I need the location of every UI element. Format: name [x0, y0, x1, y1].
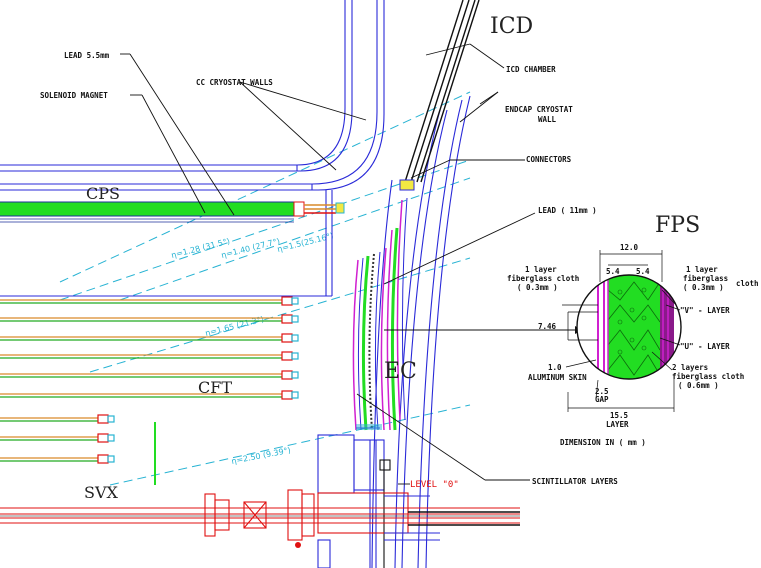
cps-module [0, 201, 345, 223]
eta-labels: η=1.28 (31.5°) η=1.40 (27.7°) η=1.5(25.1… [170, 231, 334, 466]
cft-label: CFT [198, 378, 232, 397]
fps-right-layer-3: ( 0.3mm ) [683, 283, 724, 292]
fps-u-layer: "U" - LAYER [680, 342, 730, 351]
endcap-cryostat-label-line2: WALL [538, 115, 557, 124]
fps-right-layer-2: fiberglass [683, 274, 728, 283]
solenoid-label: SOLENOID MAGNET [40, 91, 108, 100]
fps-detail [576, 274, 682, 380]
fps-d-right: 5.4 [636, 267, 650, 276]
beam-structures [0, 434, 520, 568]
fps-layer-width-1: 15.5 [610, 411, 628, 420]
cft-layers [0, 296, 299, 485]
endcap-cryostat-walls [371, 95, 471, 568]
ec-label: EC [384, 359, 417, 384]
connector-block [399, 179, 415, 191]
fps-right-layer-1: 1 layer [686, 265, 718, 274]
fps-left-layer-2: fiberglass cloth [507, 274, 579, 283]
fps-width-top: 12.0 [620, 243, 639, 252]
icd-chamber [404, 0, 480, 183]
level0-label: LEVEL "0" [410, 480, 459, 490]
fps-gap-1: 2.5 [595, 387, 609, 396]
fps-left-layer-3: ( 0.3mm ) [517, 283, 558, 292]
eta-label-5: η=2.50 (9.39°) [231, 446, 292, 466]
scintillator-label: SCINTILLATOR LAYERS [532, 477, 618, 486]
fps-bottom-3: ( 0.6mm ) [678, 381, 719, 390]
dimension-note: DIMENSION IN ( mm ) [560, 438, 646, 447]
cps-label: CPS [86, 184, 120, 203]
eta-lines [59, 91, 471, 486]
connectors-label: CONNECTORS [526, 155, 572, 164]
fps-detail-labels: 12.0 5.4 5.4 1 layer fiberglass cloth ( … [507, 243, 759, 429]
fps-v-layer: "V" - LAYER [680, 306, 730, 315]
fps-gap-2: GAP [595, 395, 609, 404]
fps-right-layer-cloth: cloth [736, 279, 759, 288]
lead-thin-label: LEAD 5.5mm [64, 51, 110, 60]
endcap-cryostat-label-line1: ENDCAP CRYOSTAT [505, 105, 573, 114]
labels: ICD ICD CHAMBER ENDCAP CRYOSTAT WALL LEA… [40, 14, 700, 502]
leader-lines [120, 43, 575, 485]
fps-dimension-lines [562, 250, 681, 412]
fps-label: FPS [655, 213, 700, 238]
fps-al-skin-2: ALUMINUM SKIN [528, 373, 587, 382]
icd-label: ICD [490, 14, 533, 39]
cc-cryostat-walls [0, 0, 385, 297]
cc-cryostat-label: CC CRYOSTAT WALLS [196, 78, 273, 87]
fps-bottom-2: fiberglass cloth [672, 372, 744, 381]
fps-bottom-1: 2 layers [672, 363, 708, 372]
fps-dim-746: 7.46 [538, 322, 557, 331]
icd-chamber-label: ICD CHAMBER [506, 65, 556, 74]
fps-left-layer-1: 1 layer [525, 265, 557, 274]
fps-layer-width-2: LAYER [606, 420, 629, 429]
fps-al-skin-1: 1.0 [548, 363, 562, 372]
svx-label: SVX [84, 483, 119, 502]
fps-d-left: 5.4 [606, 267, 620, 276]
lead-thick-label: LEAD ( 11mm ) [538, 206, 597, 215]
